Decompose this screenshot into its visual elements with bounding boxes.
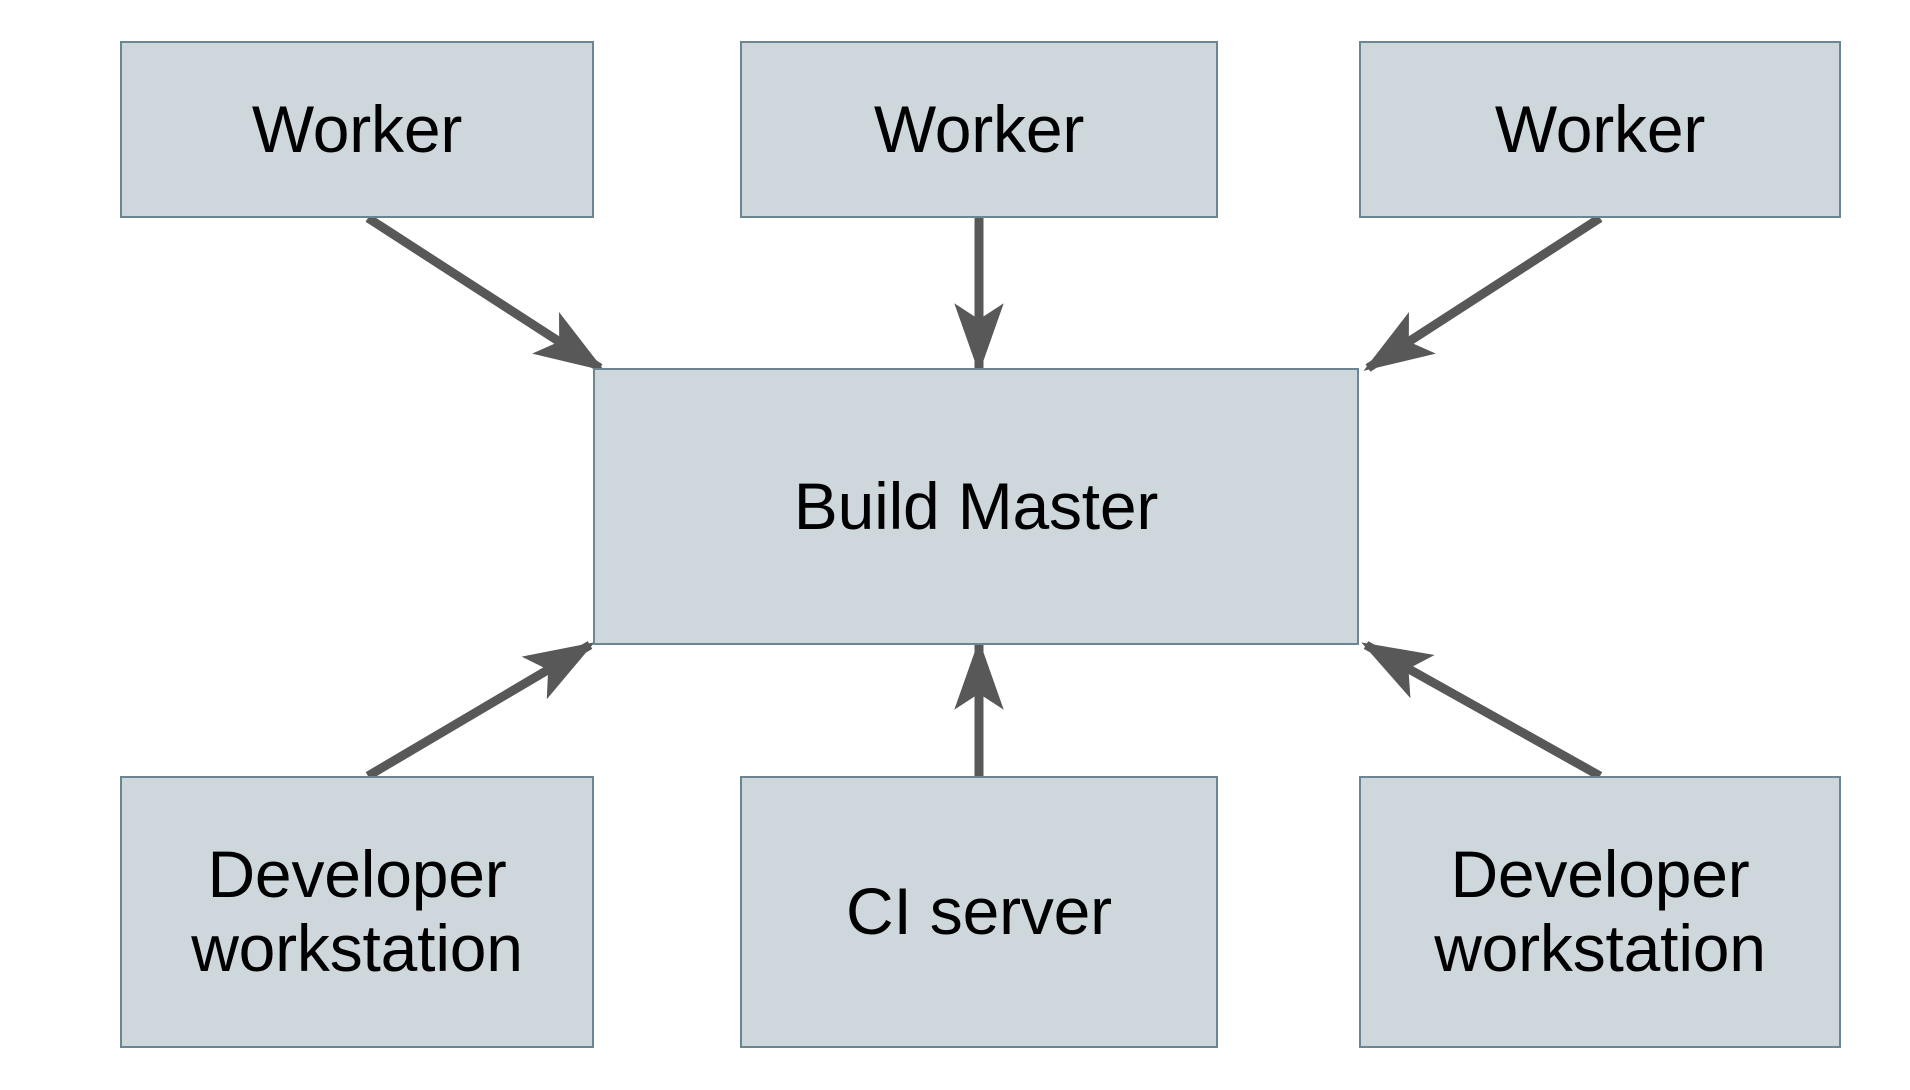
node-label: Worker [873, 91, 1085, 166]
edge-dev-ws-2-to-build-master [1361, 641, 1603, 780]
node-label: Build Master [793, 468, 1159, 543]
node-developer-workstation-1[interactable]: Developer workstation [120, 776, 594, 1048]
node-label: Worker [1494, 91, 1706, 166]
edge-worker-1-to-build-master [365, 214, 605, 372]
edge-dev-ws-1-to-build-master [365, 641, 595, 780]
node-worker-1[interactable]: Worker [120, 41, 594, 218]
node-label: CI server [846, 874, 1112, 949]
node-worker-3[interactable]: Worker [1359, 41, 1841, 218]
node-label: Developer workstation [1434, 837, 1766, 985]
node-developer-workstation-2[interactable]: Developer workstation [1359, 776, 1841, 1048]
node-ci-server[interactable]: CI server [740, 776, 1218, 1048]
node-build-master[interactable]: Build Master [593, 368, 1359, 645]
node-label: Developer workstation [191, 837, 523, 985]
node-label: Worker [251, 91, 463, 166]
edge-worker-3-to-build-master [1363, 214, 1603, 372]
node-worker-2[interactable]: Worker [740, 41, 1218, 218]
